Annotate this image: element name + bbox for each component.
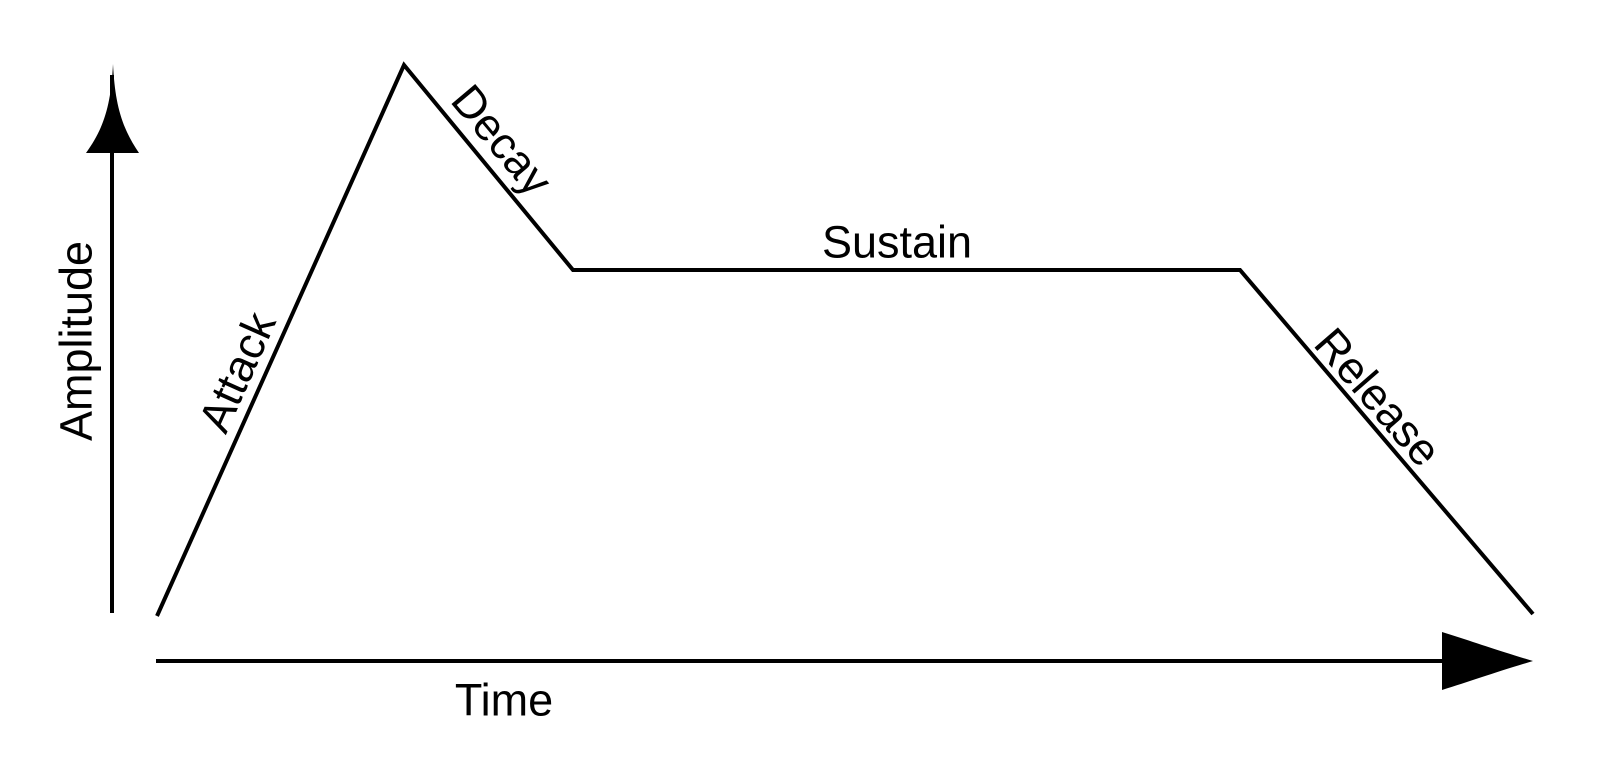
y-axis-label: Amplitude xyxy=(50,240,102,442)
segment-label-sustain: Sustain xyxy=(821,216,973,268)
right-arrowhead-icon xyxy=(1442,632,1533,690)
envelope-curve xyxy=(155,61,1535,617)
x-axis-label: Time xyxy=(454,674,554,726)
up-arrowhead-icon xyxy=(86,64,139,153)
